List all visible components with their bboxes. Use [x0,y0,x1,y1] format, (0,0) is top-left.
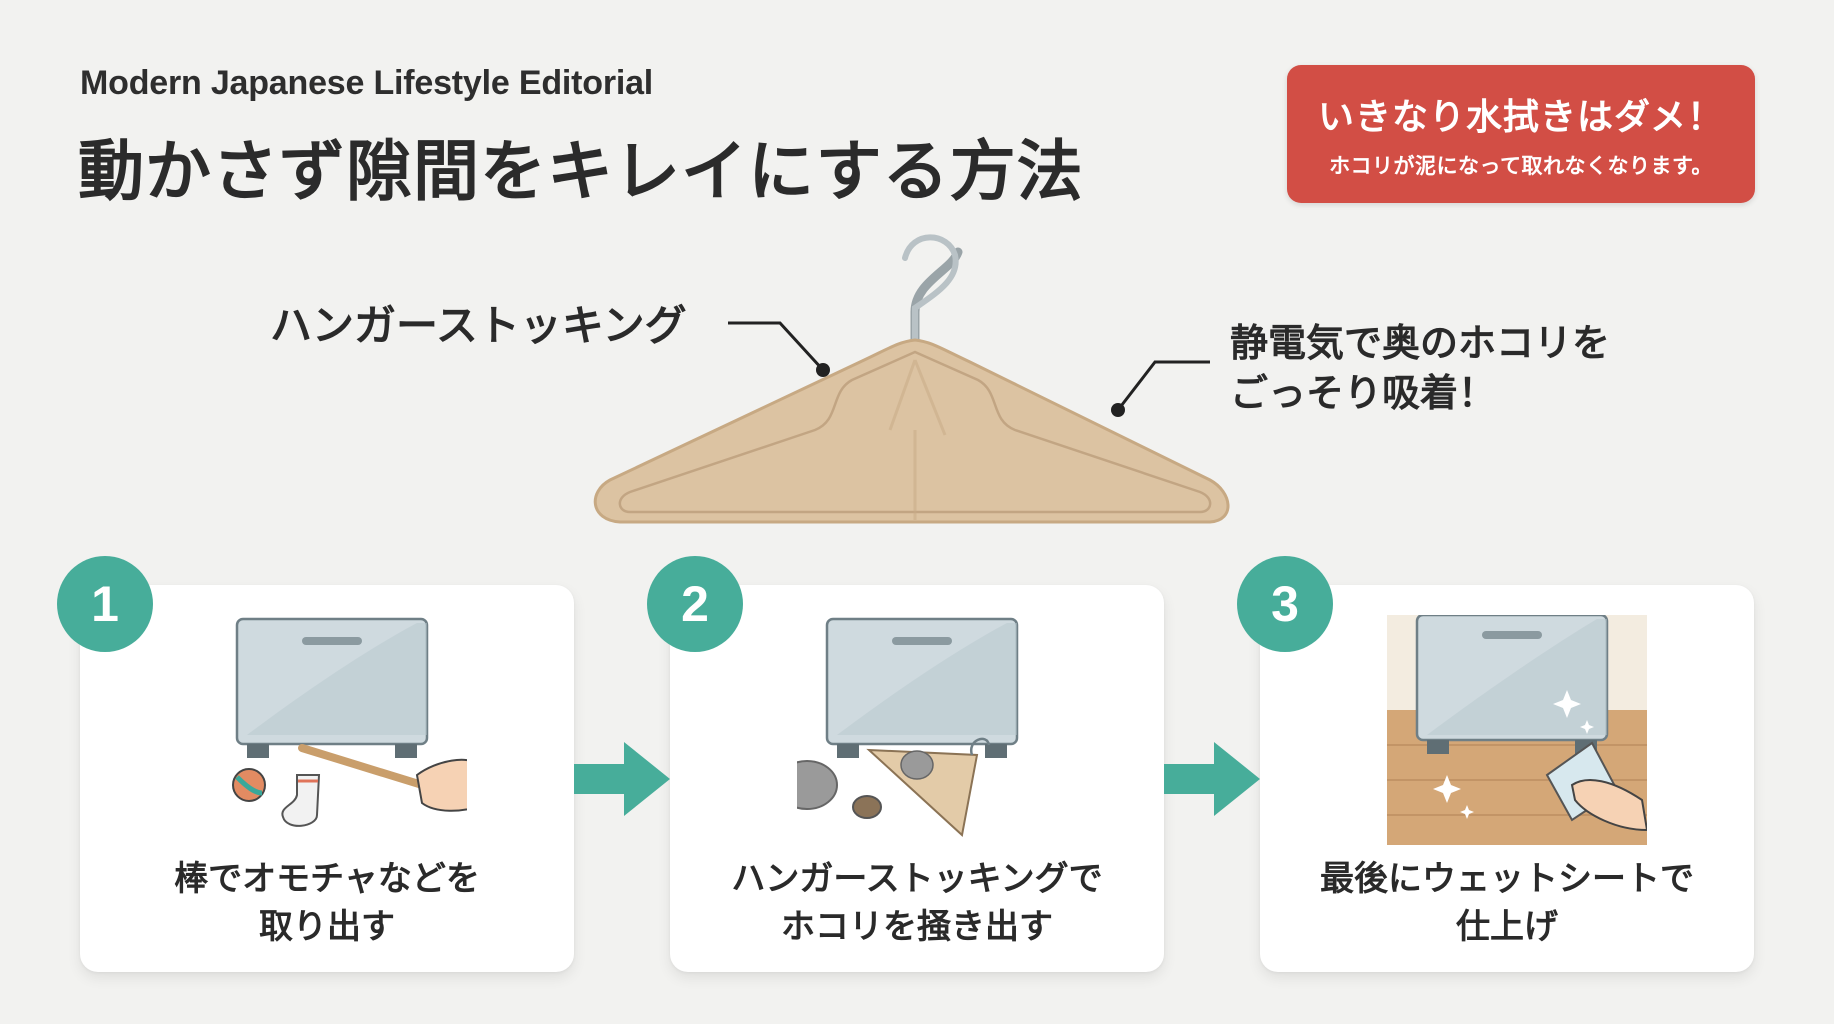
page-title: 動かさず隙間をキレイにする方法 [78,133,1084,210]
step-card-1: 棒でオモチャなどを 取り出す [80,585,574,972]
static-dust-label: 静電気で奥のホコリを ごっそり吸着！ [1230,318,1610,418]
step-2-badge: 2 [647,556,743,652]
step-card-3: 最後にウェットシートで 仕上げ [1260,585,1754,972]
static-dust-label-line1: 静電気で奥のホコリを [1230,321,1611,365]
dust-sweep-illustration [797,617,1019,837]
step-1-line2: 取り出す [259,907,395,947]
step-1-text: 棒でオモチャなどを 取り出す [80,855,574,951]
step-2-text: ハンガーストッキングで ホコリを掻き出す [670,855,1164,951]
arrow-right-icon [574,742,670,816]
step-2-line2: ホコリを掻き出す [781,907,1053,947]
step-1-badge: 1 [57,556,153,652]
hanger-stocking-label: ハンガーストッキング [270,301,687,350]
wet-sheet-wipe-illustration [1387,615,1647,845]
static-dust-label-line2: ごっそり吸着！ [1230,371,1497,415]
step-3-line1: 最後にウェットシートで [1320,859,1694,899]
arrow-right-icon [1164,742,1260,816]
callout-subtitle: ホコリが泥になって取れなくなります。 [1329,154,1713,178]
step-1-line1: 棒でオモチャなどを [174,859,480,899]
step-3-text: 最後にウェットシートで 仕上げ [1260,855,1754,951]
step-2-line1: ハンガーストッキングで [731,859,1103,899]
stick-toys-illustration [232,617,467,827]
callout-title: いきなり水拭きはダメ！ [1318,97,1724,138]
step-3-line2: 仕上げ [1456,907,1558,947]
step-card-2: ハンガーストッキングで ホコリを掻き出す [670,585,1164,972]
hanger-stocking-illustration [593,234,1230,524]
editorial-subtitle: Modern Japanese Lifestyle Editorial [80,64,654,102]
warning-callout: いきなり水拭きはダメ！ ホコリが泥になって取れなくなります。 [1287,65,1755,203]
step-3-badge: 3 [1237,556,1333,652]
